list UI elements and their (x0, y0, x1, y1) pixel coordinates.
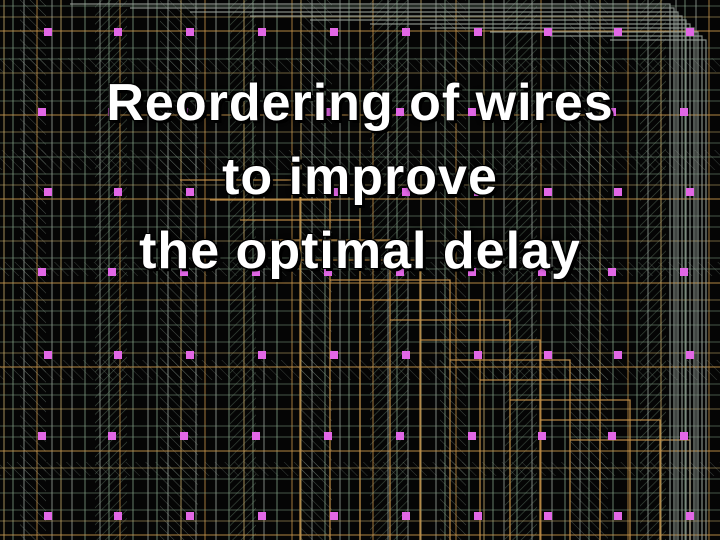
via-square (258, 512, 266, 520)
routed-net (240, 219, 361, 540)
routed-net (490, 31, 699, 540)
via-square (686, 351, 694, 359)
title-line-1: Reordering of wires (106, 74, 614, 132)
via-square (258, 28, 266, 36)
via-square (614, 188, 622, 196)
via-square (324, 432, 332, 440)
routed-net (370, 23, 691, 540)
via-square (544, 188, 552, 196)
via-square (180, 432, 188, 440)
via-square (114, 28, 122, 36)
via-square (544, 28, 552, 36)
via-square (538, 108, 546, 116)
routed-net (420, 339, 541, 540)
via-square (544, 351, 552, 359)
via-square (114, 512, 122, 520)
via-square (686, 512, 694, 520)
via-square (614, 28, 622, 36)
routed-net (310, 19, 687, 540)
via-square (402, 188, 410, 196)
via-square (474, 512, 482, 520)
routed-net (510, 399, 631, 540)
via-square (396, 108, 404, 116)
via-square (324, 108, 332, 116)
via-square (252, 268, 260, 276)
via-square (474, 351, 482, 359)
title-line-2: to improve (222, 148, 498, 206)
via-square (330, 188, 338, 196)
via-square (258, 188, 266, 196)
via-square (330, 512, 338, 520)
title-line-3: the optimal delay (139, 222, 581, 280)
via-square (330, 351, 338, 359)
routed-net (360, 299, 481, 540)
via-square (252, 108, 260, 116)
via-square (614, 512, 622, 520)
via-square (108, 108, 116, 116)
via-square (38, 268, 46, 276)
via-square (468, 432, 476, 440)
routed-net (450, 359, 571, 540)
via-square (608, 432, 616, 440)
via-square (608, 268, 616, 276)
via-square (402, 512, 410, 520)
via-square (686, 28, 694, 36)
via-square (186, 28, 194, 36)
via-square (474, 188, 482, 196)
routed-net (250, 15, 683, 540)
routed-net (550, 35, 703, 540)
via-square (114, 351, 122, 359)
via-square (252, 432, 260, 440)
via-square (686, 188, 694, 196)
via-square (396, 268, 404, 276)
via-square (330, 28, 338, 36)
via-square (258, 351, 266, 359)
via-square (474, 28, 482, 36)
routed-net (330, 279, 451, 540)
via-square (468, 108, 476, 116)
via-square (108, 432, 116, 440)
via-square (608, 108, 616, 116)
via-square (680, 268, 688, 276)
via-square (680, 108, 688, 116)
routed-net (480, 379, 601, 540)
via-square (680, 432, 688, 440)
via-square (108, 268, 116, 276)
via-square (544, 512, 552, 520)
routed-net (540, 419, 661, 540)
via-square (180, 268, 188, 276)
slide-title: Reordering of wires to improve the optim… (0, 66, 720, 288)
routed-net (390, 319, 511, 540)
via-square (538, 268, 546, 276)
via-square (538, 432, 546, 440)
via-square (44, 28, 52, 36)
via-square (114, 188, 122, 196)
via-square (38, 108, 46, 116)
via-square (402, 351, 410, 359)
via-square (44, 351, 52, 359)
via-square (614, 351, 622, 359)
routed-net (190, 11, 679, 540)
routed-net (130, 7, 675, 540)
via-square (468, 268, 476, 276)
via-square (186, 351, 194, 359)
routed-net (610, 39, 707, 540)
routed-net (270, 239, 391, 540)
routed-net (300, 259, 421, 540)
via-square (186, 512, 194, 520)
via-square (44, 512, 52, 520)
via-square (180, 108, 188, 116)
routed-net (180, 179, 301, 540)
routed-net (70, 3, 671, 540)
via-square (186, 188, 194, 196)
via-square (402, 28, 410, 36)
via-square (396, 432, 404, 440)
via-square (38, 432, 46, 440)
routed-net (210, 199, 331, 540)
via-square (324, 268, 332, 276)
via-square (44, 188, 52, 196)
